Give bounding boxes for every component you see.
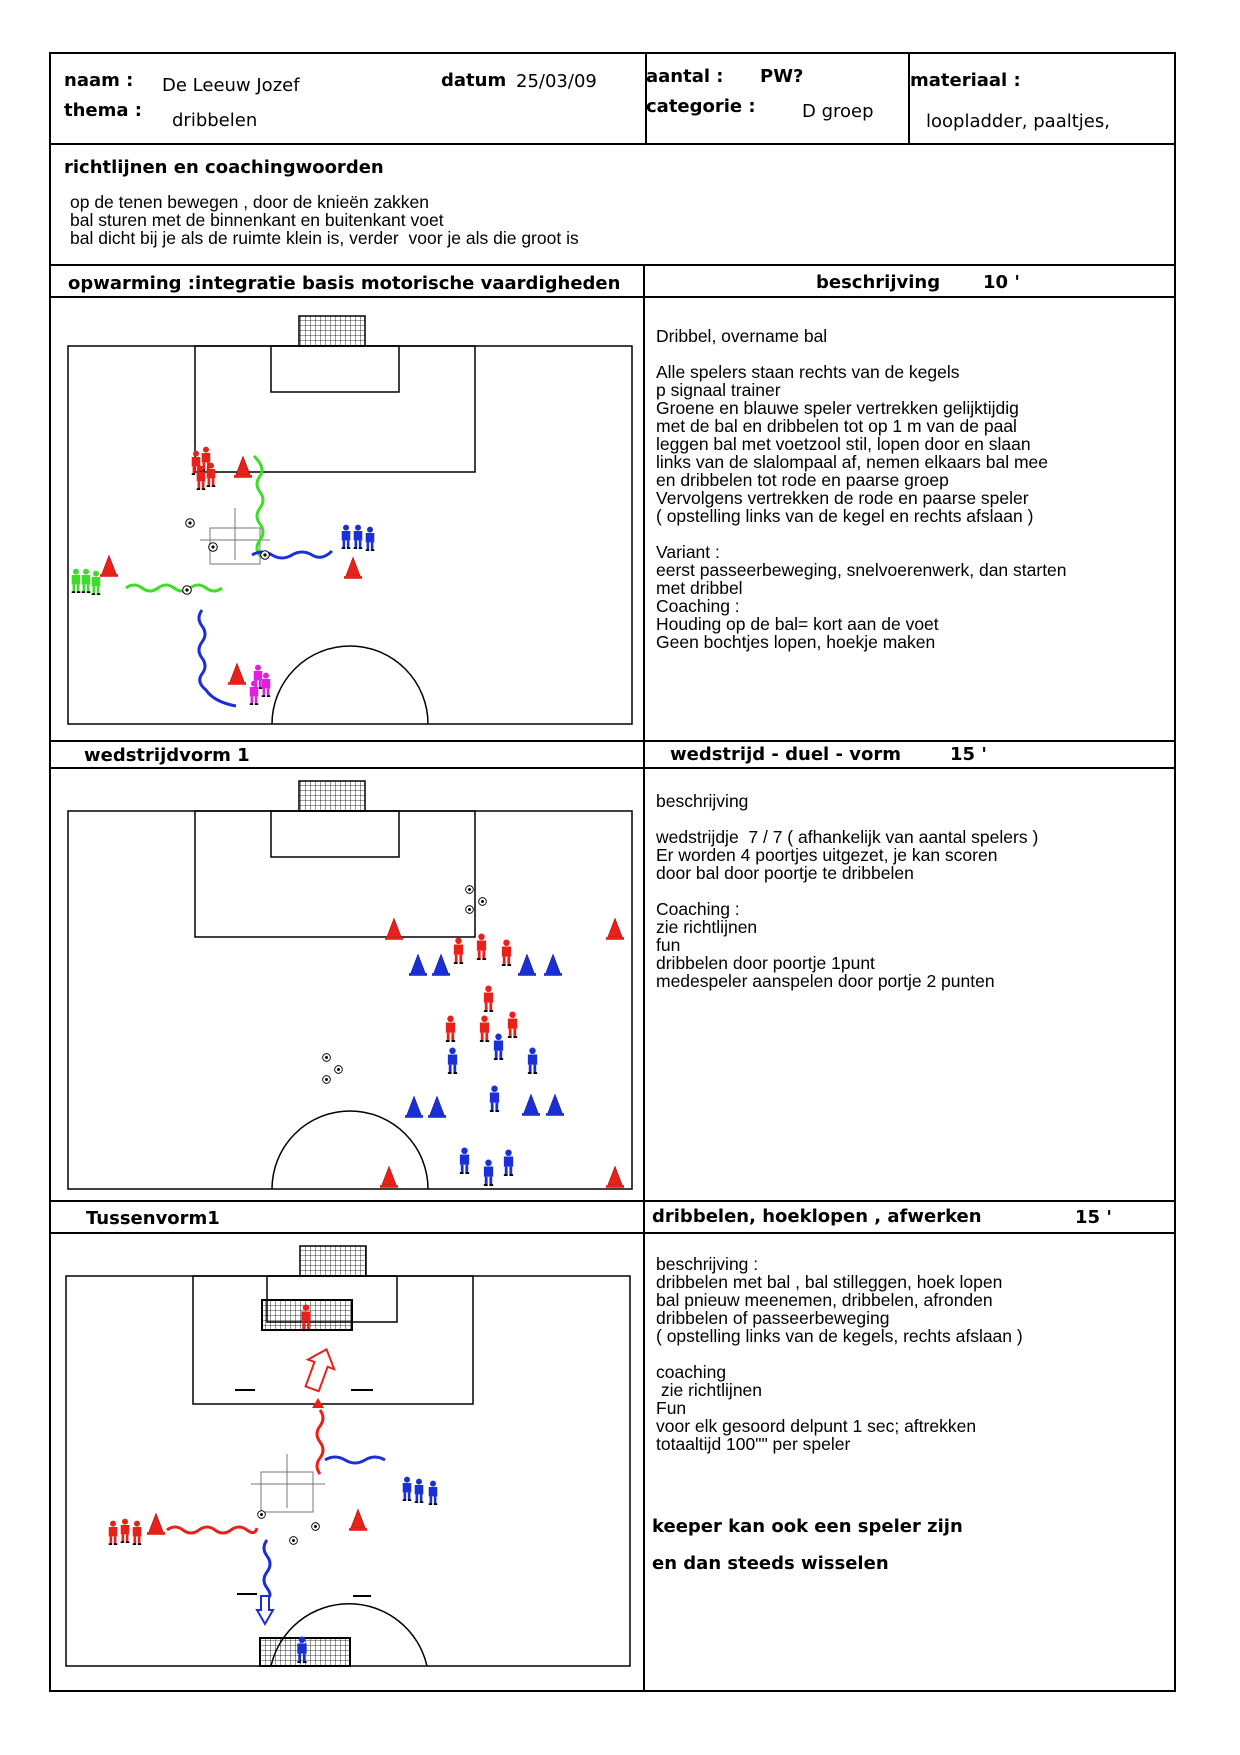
- drill-diagram-match: [67, 780, 633, 1190]
- guideline-line-1: op de tenen bewegen , door de knieën zak…: [70, 192, 430, 212]
- description-line: met de bal en dribbelen tot op 1 m van d…: [656, 416, 1017, 436]
- description-line: en dribbelen tot rode en paarse groep: [656, 470, 949, 490]
- description-line: door bal door poortje te dribbelen: [656, 863, 914, 883]
- naam-value: De Leeuw Jozef: [162, 75, 300, 96]
- description-line: ( opstelling links van de kegel en recht…: [656, 506, 1034, 526]
- description-line: beschrijving :: [656, 1254, 759, 1274]
- description-line: ( opstelling links van de kegels, rechts…: [656, 1326, 1023, 1346]
- description-line: Vervolgens vertrekken de rode en paarse …: [656, 488, 1029, 508]
- frame-left: [49, 52, 51, 1692]
- section3-description: beschrijving :dribbelen met bal , bal st…: [656, 1255, 1023, 1453]
- section3-duration: 15 ': [1075, 1207, 1112, 1228]
- description-line: Alle spelers staan rechts van de kegels: [656, 362, 960, 382]
- header-bottom-line: [49, 143, 1176, 145]
- section2-duration: 15 ': [950, 744, 987, 765]
- description-line: coaching: [656, 1362, 727, 1382]
- description-line: medespeler aanspelen door portje 2 punte…: [656, 971, 995, 991]
- column-divider: [643, 264, 645, 1691]
- description-line: zie richtlijnen: [656, 917, 758, 937]
- categorie-value: D groep: [802, 101, 874, 122]
- section1-description: Dribbel, overname bal Alle spelers staan…: [656, 327, 1067, 651]
- description-line: totaaltijd 100"" per speler: [656, 1434, 851, 1454]
- aantal-value: PW?: [760, 66, 804, 87]
- description-line: dribbelen door poortje 1punt: [656, 953, 875, 973]
- description-line: [656, 345, 1067, 363]
- datum-value: 25/03/09: [516, 71, 597, 92]
- description-line: Houding op de bal= kort aan de voet: [656, 614, 939, 634]
- description-line: fun: [656, 935, 681, 955]
- section1-duration: 10 ': [983, 272, 1020, 293]
- description-line: [656, 810, 1038, 828]
- description-line: [656, 525, 1067, 543]
- header-divider-1: [645, 52, 647, 144]
- description-line: leggen bal met voetzool stil, lopen door…: [656, 434, 1031, 454]
- description-line: Variant :: [656, 542, 720, 562]
- description-line: Geen bochtjes lopen, hoekje maken: [656, 632, 936, 652]
- description-line: Coaching :: [656, 899, 740, 919]
- drill-diagram-warmup: [67, 315, 633, 725]
- frame-bottom: [49, 1690, 1176, 1692]
- materiaal-value: loopladder, paaltjes,: [926, 111, 1110, 132]
- guidelines-title: richtlijnen en coachingwoorden: [64, 157, 384, 178]
- frame-top: [49, 52, 1176, 54]
- description-line: dribbelen met bal , bal stilleggen, hoek…: [656, 1272, 1003, 1292]
- description-line: Er worden 4 poortjes uitgezet, je kan sc…: [656, 845, 998, 865]
- description-line: [656, 882, 1038, 900]
- description-line: voor elk gesoord delpunt 1 sec; aftrekke…: [656, 1416, 977, 1436]
- thema-label: thema :: [64, 100, 142, 121]
- section1-left-title: opwarming :integratie basis motorische v…: [68, 273, 621, 294]
- description-line: Groene en blauwe speler vertrekken gelij…: [656, 398, 1019, 418]
- section3-bold-line-1: keeper kan ook een speler zijn: [652, 1516, 963, 1537]
- guideline-line-2: bal sturen met de binnenkant en buitenka…: [70, 210, 444, 230]
- section3-bold-line-2: en dan steeds wisselen: [652, 1553, 889, 1574]
- categorie-label: categorie :: [646, 96, 756, 117]
- description-line: Coaching :: [656, 596, 740, 616]
- description-line: Fun: [656, 1398, 687, 1418]
- section1-right-title: beschrijving: [816, 272, 941, 293]
- description-line: p signaal trainer: [656, 380, 781, 400]
- section2-right-title: wedstrijd - duel - vorm: [670, 744, 901, 765]
- thema-value: dribbelen: [172, 110, 258, 131]
- aantal-label: aantal :: [646, 66, 724, 87]
- description-line: wedstrijdje 7 / 7 ( afhankelijk van aant…: [656, 827, 1039, 847]
- description-line: eerst passeerbeweging, snelvoerenwerk, d…: [656, 560, 1067, 580]
- guidelines-bottom-line: [49, 264, 1176, 266]
- frame-right: [1174, 52, 1176, 1692]
- description-line: Dribbel, overname bal: [656, 326, 828, 346]
- section3-top-line: [49, 1200, 1176, 1202]
- datum-label: datum: [441, 70, 507, 91]
- section3-left-title: Tussenvorm1: [86, 1208, 220, 1229]
- section3-title-line: [49, 1232, 1176, 1234]
- description-line: links van de slalompaal af, nemen elkaar…: [656, 452, 1049, 472]
- header-divider-2: [908, 52, 910, 144]
- description-line: bal pnieuw meenemen, dribbelen, afronden: [656, 1290, 993, 1310]
- section2-title-line: [49, 767, 1176, 769]
- section1-title-line: [49, 296, 1176, 298]
- description-line: zie richtlijnen: [656, 1380, 763, 1400]
- description-line: dribbelen of passeerbeweging: [656, 1308, 890, 1328]
- description-line: [656, 1345, 1023, 1363]
- materiaal-label: materiaal :: [910, 70, 1021, 91]
- guideline-line-3: bal dicht bij je als de ruimte klein is,…: [70, 228, 579, 248]
- section2-description: beschrijving wedstrijdje 7 / 7 ( afhanke…: [656, 792, 1038, 990]
- section2-top-line: [49, 740, 1176, 742]
- section3-right-title: dribbelen, hoeklopen , afwerken: [652, 1206, 982, 1227]
- description-line: beschrijving: [656, 791, 749, 811]
- drill-diagram-finishing: [65, 1245, 631, 1667]
- naam-label: naam :: [64, 70, 134, 91]
- section2-left-title: wedstrijdvorm 1: [84, 745, 250, 766]
- description-line: met dribbel: [656, 578, 743, 598]
